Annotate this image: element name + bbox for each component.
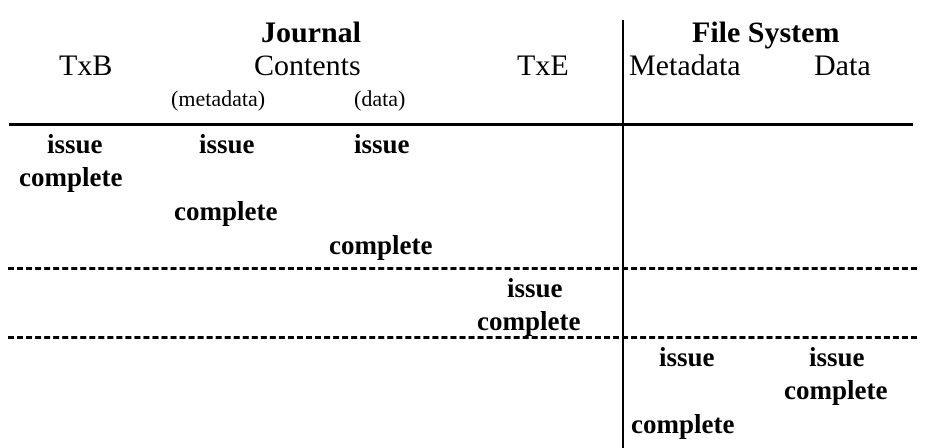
column-header-txb: TxB [59,49,113,82]
row-divider-dashed-2 [8,336,917,339]
cell-journal-data-issue: issue [354,129,410,159]
column-header-fs-metadata: Metadata [629,49,741,82]
cell-txb-issue: issue [47,129,103,159]
cell-fs-metadata-complete: complete [631,409,735,439]
group-header-file-system: File System [692,16,840,49]
cell-fs-data-issue: issue [809,342,865,372]
cell-journal-metadata-complete: complete [174,196,278,226]
journal-filesystem-vertical-divider [622,20,624,448]
column-header-txe: TxE [517,49,569,82]
cell-txe-issue: issue [507,273,563,303]
cell-journal-data-complete: complete [329,230,433,260]
cell-txb-complete: complete [19,162,123,192]
cell-txe-complete: complete [477,306,581,336]
cell-journal-metadata-issue: issue [199,129,255,159]
column-header-contents: Contents [254,49,361,82]
row-divider-dashed-1 [8,267,917,270]
group-header-journal: Journal [261,16,362,49]
cell-fs-metadata-issue: issue [659,342,715,372]
column-header-fs-data: Data [814,49,871,82]
column-subheader-contents-data: (data) [354,86,406,111]
column-subheader-contents-metadata: (metadata) [171,86,266,111]
cell-fs-data-complete: complete [784,375,888,405]
header-horizontal-rule [9,123,913,126]
